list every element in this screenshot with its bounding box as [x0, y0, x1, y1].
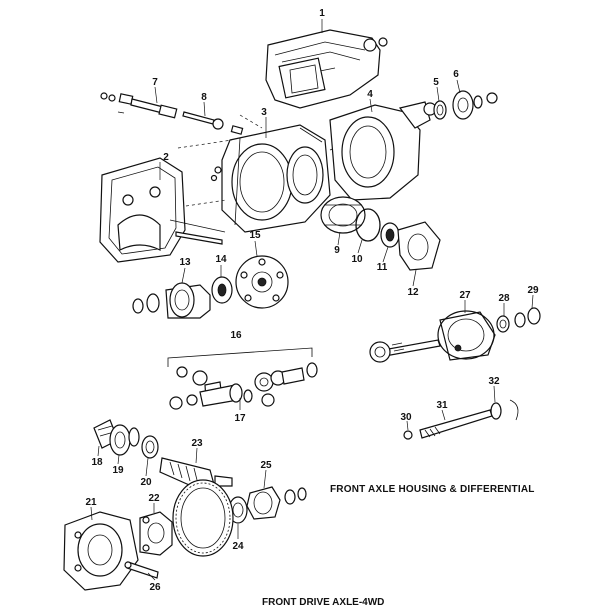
- cv-joint-shaft: [369, 339, 441, 363]
- callout-11: 11: [377, 262, 388, 273]
- callout-5: 5: [433, 77, 439, 88]
- part-9-bearing: [320, 196, 366, 234]
- callout-24: 24: [232, 541, 244, 552]
- part-11-seal: [380, 222, 400, 248]
- callout-19: 19: [112, 465, 124, 476]
- part-25-flange: [246, 486, 307, 520]
- callout-9: 9: [334, 245, 340, 256]
- callout-25: 25: [260, 460, 272, 471]
- part-6-flange: [452, 90, 498, 120]
- part-13-hub: [132, 282, 211, 319]
- part-20-race: [141, 435, 159, 459]
- callout-14: 14: [215, 254, 227, 265]
- part-28-seal: [496, 315, 510, 333]
- callout-8: 8: [201, 92, 207, 103]
- part-3-case: [210, 124, 331, 233]
- part-22-diff-case: [139, 511, 173, 556]
- part-16-gear-set: [169, 362, 318, 410]
- part-15-plate: [235, 255, 289, 309]
- callout-31: 31: [436, 400, 448, 411]
- part-32-clip: [490, 399, 519, 421]
- part-10-oring: [355, 208, 381, 242]
- callout-13: 13: [179, 257, 191, 268]
- part-14-bearing: [211, 276, 233, 304]
- callout-26: 26: [149, 582, 161, 593]
- callout-20: 20: [140, 477, 152, 488]
- part-8-rod: [182, 111, 244, 135]
- callout-27: 27: [459, 290, 471, 301]
- callout-18: 18: [91, 457, 103, 468]
- callout-15: 15: [249, 230, 261, 241]
- callout-29: 29: [527, 285, 539, 296]
- housing-caption: FRONT AXLE HOUSING & DIFFERENTIAL: [330, 484, 535, 495]
- part-31-shaft: [419, 409, 493, 439]
- part-30-stub: [403, 430, 413, 440]
- callout-30: 30: [400, 412, 412, 423]
- callout-2: 2: [163, 152, 169, 163]
- callout-21: 21: [85, 497, 97, 508]
- callout-28: 28: [498, 293, 510, 304]
- callout-10: 10: [351, 254, 363, 265]
- leader-lines: [90, 19, 534, 581]
- ring-gear: [172, 479, 234, 557]
- part-12-retainer: [397, 221, 441, 271]
- callout-12: 12: [407, 287, 419, 298]
- part-26-cross-shaft: [124, 561, 159, 579]
- part-21-carrier: [63, 511, 139, 591]
- diagram-title: FRONT DRIVE AXLE-4WD: [262, 597, 385, 608]
- callout-1: 1: [319, 8, 325, 19]
- part-27-housing: [437, 310, 496, 361]
- callout-23: 23: [191, 438, 203, 449]
- callout-7: 7: [152, 77, 158, 88]
- part-1-axle-housing: [265, 29, 388, 109]
- part-7-shaft: [100, 92, 178, 119]
- callout-32: 32: [488, 376, 500, 387]
- callout-22: 22: [148, 493, 160, 504]
- part-2-cover: [99, 157, 226, 263]
- part-4-housing: [329, 101, 437, 201]
- callout-16: 16: [230, 330, 242, 341]
- callout-17: 17: [234, 413, 246, 424]
- part-5-seal: [433, 100, 447, 120]
- part-29-ring: [514, 307, 541, 328]
- callout-4: 4: [367, 89, 373, 100]
- callout-6: 6: [453, 69, 459, 80]
- callout-numbers: 1 2 3 4 5 6 7 8 9 10 11 12 13 14 15 16 1…: [85, 8, 539, 593]
- part-19-bearing: [109, 424, 140, 456]
- callout-3: 3: [261, 107, 267, 118]
